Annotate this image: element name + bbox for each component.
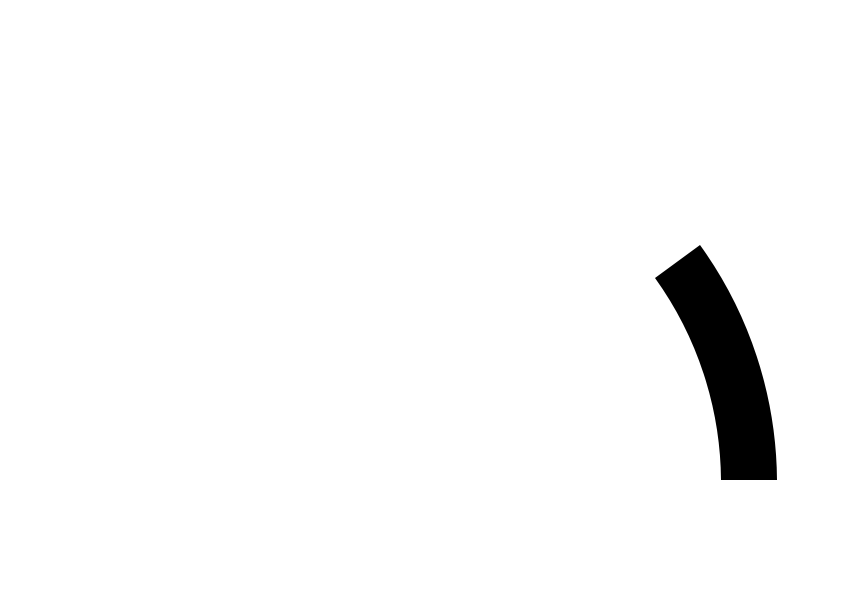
arc-stroke-shape: [655, 245, 777, 480]
